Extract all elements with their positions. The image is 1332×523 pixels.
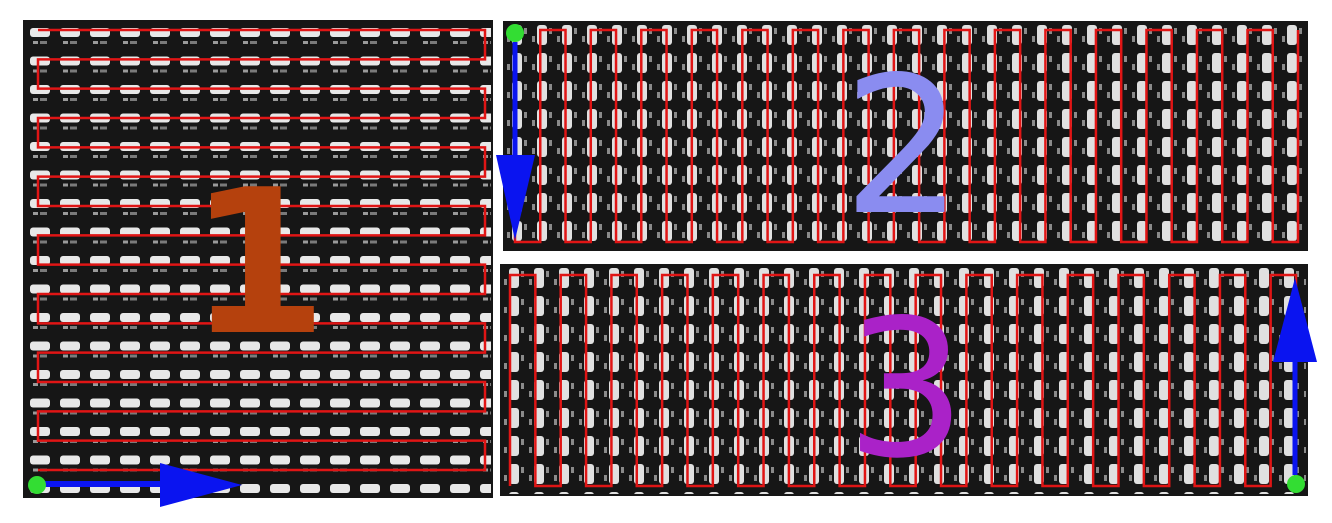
panel-1-start-dot <box>28 476 46 494</box>
panel-3: 3 <box>500 264 1317 500</box>
panel-2-start-dot <box>506 24 524 42</box>
panel-3-start-dot <box>1287 475 1305 493</box>
panel-3-serpentine-path <box>508 273 1298 488</box>
panel-2-direction-arrow <box>496 42 535 240</box>
panel-1-serpentine-path <box>36 28 487 472</box>
panel-1: 1 <box>23 20 493 507</box>
panel-1-leds <box>25 25 491 495</box>
panel-2: 2 <box>496 21 1308 257</box>
panel-1-direction-arrow <box>40 463 242 507</box>
panel-1-number-label: 1 <box>188 147 327 380</box>
panel-2-serpentine-path <box>513 28 1300 244</box>
panel-3-number-label: 3 <box>846 279 967 500</box>
panel-2-number-label: 2 <box>843 36 964 257</box>
panel-3-direction-arrow <box>1273 278 1317 475</box>
